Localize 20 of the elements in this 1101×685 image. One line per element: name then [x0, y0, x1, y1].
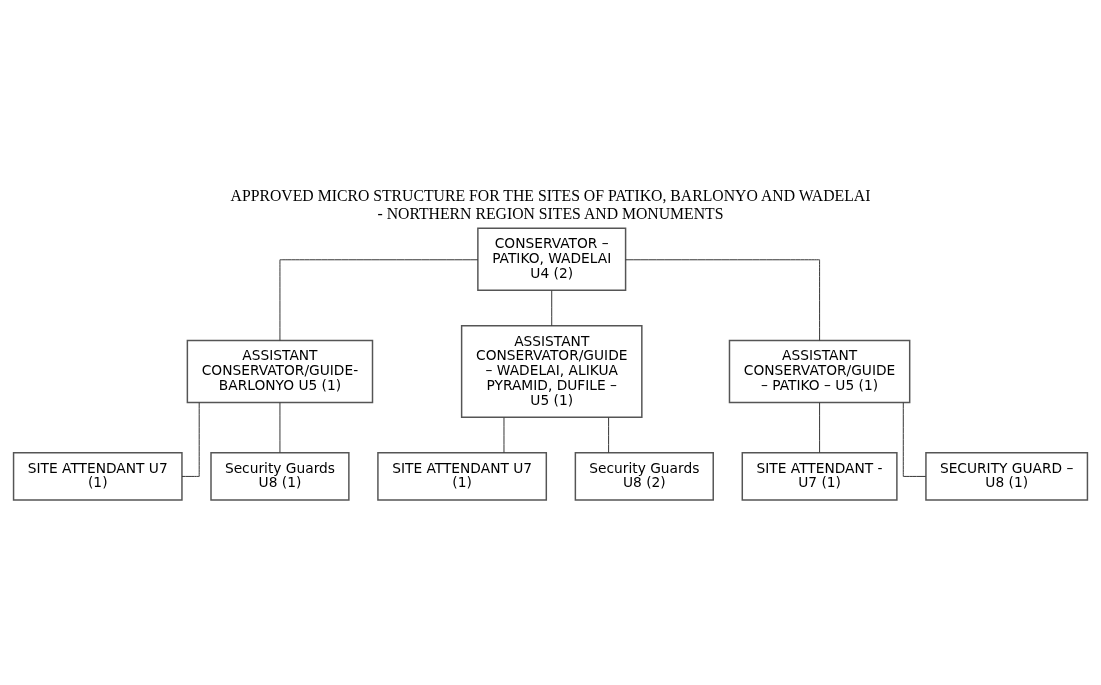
node-box: SECURITY GUARD – U8 (1)	[925, 452, 1089, 501]
connector	[902, 402, 927, 477]
node-box: Security Guards U8 (1)	[210, 452, 350, 501]
node-box: SITE ATTENDANT U7 (1)	[377, 452, 548, 501]
node-box: ASSISTANT CONSERVATOR/GUIDE- BARLONYO U5 (1)	[186, 339, 374, 404]
node-box: Security Guards U8 (2)	[574, 452, 714, 501]
node-box: ASSISTANT CONSERVATOR/GUIDE – WADELAI, ALIKUA PYRAMID, DUFILE – U5 (1)	[460, 325, 643, 419]
connector	[551, 290, 553, 327]
connector	[819, 402, 821, 453]
connector	[503, 417, 505, 454]
connector	[625, 259, 821, 341]
connector	[279, 259, 479, 341]
connector	[608, 417, 610, 454]
diagram-title: APPROVED MICRO STRUCTURE FOR THE SITES OF PATIKO, BARLONYO AND WADELAI - NORTHERN REGION SITES AND MONUMENTS	[230, 187, 871, 223]
node-box: SITE ATTENDANT - U7 (1)	[741, 452, 898, 501]
node-box: ASSISTANT CONSERVATOR/GUIDE – PATIKO – U5 (1)	[728, 339, 911, 404]
node-box: CONSERVATOR – PATIKO, WADELAI U4 (2)	[477, 227, 627, 292]
node-box: SITE ATTENDANT U7 (1)	[12, 452, 183, 501]
connector	[279, 402, 281, 453]
connector	[181, 402, 200, 477]
